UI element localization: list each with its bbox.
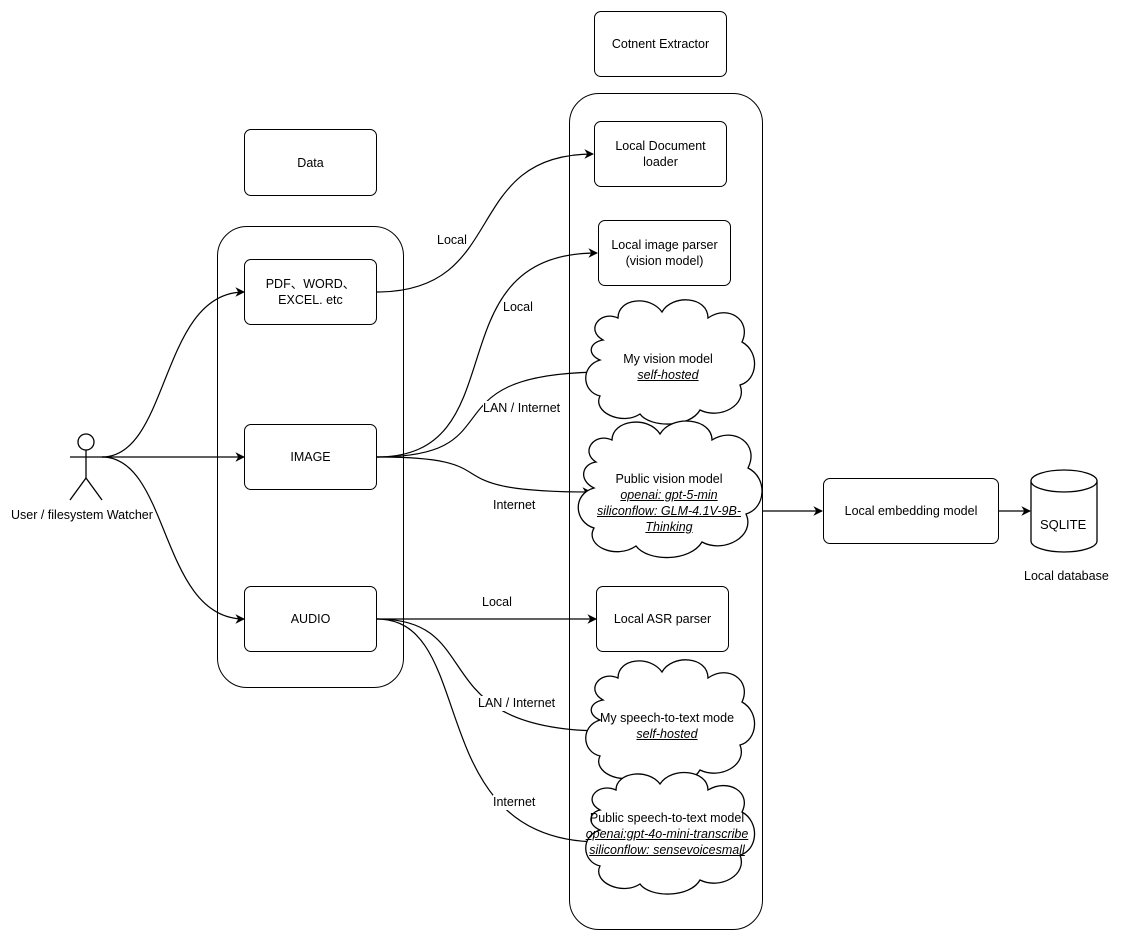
document-loader-box[interactable]: Local Document loader [594, 121, 727, 187]
my-speech-model-label: My speech-to-text mode self-hosted [592, 710, 742, 742]
data-section-title: Data [244, 129, 377, 196]
edge-audio-myspeech [376, 618, 607, 736]
my-vision-model-label: My vision model self-hosted [598, 351, 738, 383]
database-icon[interactable] [1030, 469, 1098, 553]
edge-image-myvision [376, 367, 607, 458]
extractor-section-title: Cotnent Extractor [594, 11, 727, 77]
edge-image-imageparser [376, 248, 598, 458]
my-vision-title: My vision model [623, 352, 713, 366]
edge-label-pdf-local: Local [437, 233, 467, 248]
my-speech-title: My speech-to-text mode [599, 711, 735, 725]
edge-actor-audio [101, 456, 245, 624]
actor-label: User / filesystem Watcher [11, 508, 153, 522]
public-vision-sub-2: siliconflow: GLM-4.1V-9B- [596, 504, 742, 518]
edge-image-publicvision [376, 456, 592, 497]
edge-label-image-local: Local [503, 300, 533, 315]
image-parser-box[interactable]: Local image parser (vision model) [598, 220, 731, 286]
edge-label-audio-lan: LAN / Internet [478, 696, 556, 711]
data-container [217, 226, 404, 688]
edge-label-image-internet: Internet [493, 498, 536, 513]
data-item-audio[interactable]: AUDIO [244, 586, 377, 652]
public-vision-cloud-shape[interactable] [577, 420, 763, 559]
public-speech-sub-1: openai:gpt-4o-mini-transcribe [585, 827, 749, 841]
edge-label-image-lan: LAN / Internet [483, 401, 561, 416]
data-item-documents[interactable]: PDF、WORD、 EXCEL. etc [244, 259, 377, 325]
public-vision-sub-1: openai: gpt-5-min [620, 488, 718, 502]
my-speech-cloud-shape[interactable] [585, 659, 756, 785]
edge-label-audio-local: Local [482, 595, 512, 610]
public-speech-cloud-shape[interactable] [585, 771, 756, 895]
public-speech-sub-2: siliconflow: sensevoicesmall [589, 843, 745, 857]
edge-actor-pdf [101, 287, 245, 458]
public-speech-title: Public speech-to-text model [589, 811, 745, 825]
my-vision-cloud-shape[interactable] [585, 299, 756, 425]
public-vision-title: Public vision model [615, 472, 723, 486]
my-speech-sub: self-hosted [636, 727, 698, 741]
my-vision-sub: self-hosted [637, 368, 699, 382]
data-item-image[interactable]: IMAGE [244, 424, 377, 490]
public-vision-model-label: Public vision model openai: gpt-5-min si… [584, 471, 754, 535]
database-label: SQLITE [1040, 517, 1087, 532]
extractor-container [569, 93, 763, 930]
edge-pdf-docloader [376, 149, 594, 293]
public-speech-model-label: Public speech-to-text model openai:gpt-4… [576, 810, 758, 858]
embedding-model-box[interactable]: Local embedding model [823, 478, 999, 544]
edge-label-audio-internet: Internet [493, 795, 536, 810]
database-caption: Local database [1024, 569, 1109, 583]
edge-audio-publicspeech [376, 618, 601, 847]
asr-parser-box[interactable]: Local ASR parser [596, 586, 729, 652]
actor-icon[interactable] [69, 433, 103, 501]
public-vision-sub-3: Thinking [645, 520, 693, 534]
